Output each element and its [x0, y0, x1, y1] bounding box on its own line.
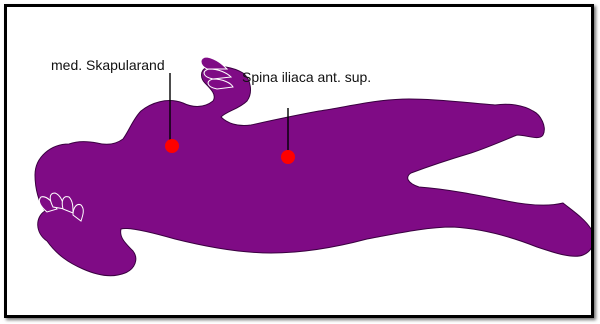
spina-iliaca-marker: [281, 150, 295, 164]
diagram-frame: med. Skapularand Spina iliaca ant. sup.: [4, 4, 594, 318]
body-diagram: med. Skapularand Spina iliaca ant. sup.: [7, 7, 594, 318]
body-silhouette: [35, 66, 594, 275]
scapula-label: med. Skapularand: [51, 57, 165, 73]
spina-iliaca-label: Spina iliaca ant. sup.: [242, 69, 371, 85]
scapula-marker: [165, 139, 179, 153]
